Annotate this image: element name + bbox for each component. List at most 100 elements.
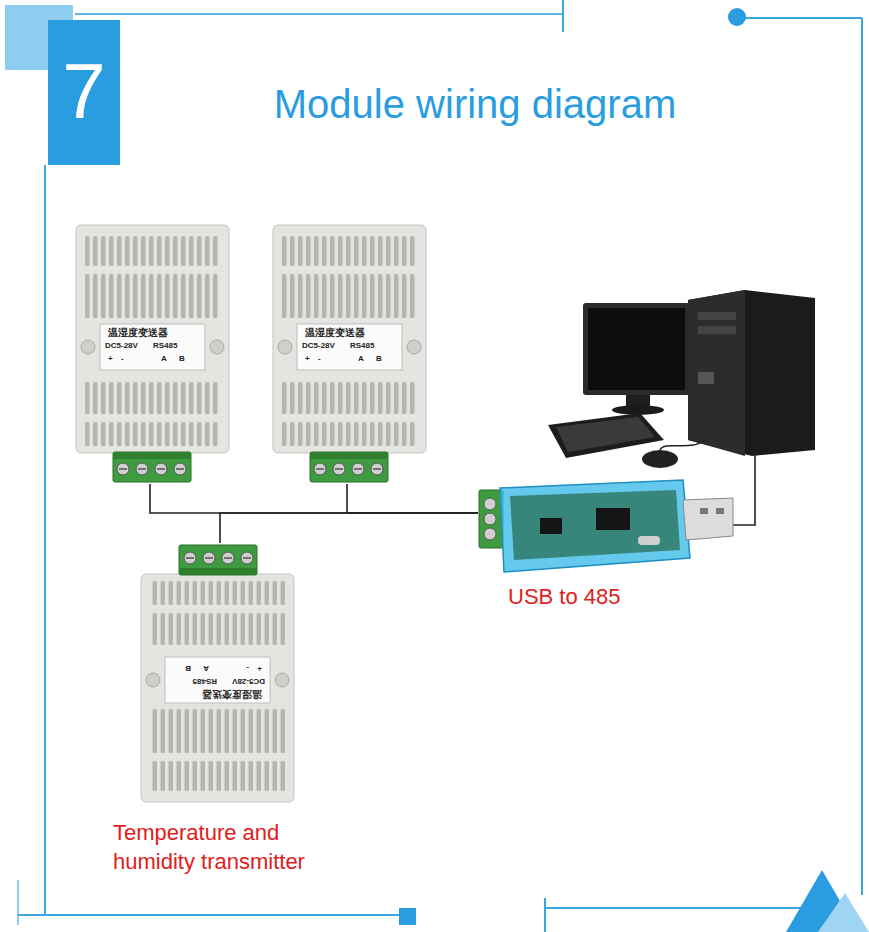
vent-slot bbox=[370, 422, 375, 446]
terminal-screw bbox=[371, 463, 383, 475]
frame-triangle bbox=[818, 893, 869, 932]
mount-hole bbox=[278, 340, 292, 354]
terminal-screw bbox=[352, 463, 364, 475]
vent-slot bbox=[133, 236, 138, 266]
vent-slot bbox=[85, 422, 90, 446]
vent-slot bbox=[109, 274, 114, 318]
screw-slot bbox=[224, 557, 232, 559]
number-box bbox=[48, 20, 120, 165]
vent-slot bbox=[177, 761, 182, 791]
vent-slot bbox=[233, 613, 238, 645]
vent-slot bbox=[290, 274, 295, 318]
callout-number: 7 bbox=[48, 52, 120, 130]
interface-name: RS485 bbox=[350, 342, 374, 351]
terminal-screw bbox=[484, 498, 496, 510]
vent-slot bbox=[153, 613, 158, 645]
vent-slot bbox=[346, 236, 351, 266]
vent-slot bbox=[85, 236, 90, 266]
mouse bbox=[642, 450, 678, 468]
bus-wire bbox=[347, 484, 478, 513]
vent-slot bbox=[101, 236, 106, 266]
vent-slot bbox=[354, 382, 359, 414]
vent-slot bbox=[354, 274, 359, 318]
vent-slot bbox=[189, 382, 194, 414]
screw-slot bbox=[176, 468, 184, 470]
vent-slot bbox=[141, 382, 146, 414]
terminal-top bbox=[179, 568, 257, 575]
vent-slot bbox=[125, 422, 130, 446]
vent-slot bbox=[217, 761, 222, 791]
vent-slot bbox=[362, 274, 367, 318]
vent-slot bbox=[149, 274, 154, 318]
vent-slot bbox=[205, 382, 210, 414]
vent-slot bbox=[394, 382, 399, 414]
vent-slot bbox=[298, 422, 303, 446]
vent-slot bbox=[117, 422, 122, 446]
mount-hole bbox=[210, 340, 224, 354]
screw-slot bbox=[186, 557, 194, 559]
vent-slot bbox=[410, 382, 415, 414]
vent-slot bbox=[281, 581, 286, 605]
vent-slot bbox=[181, 382, 186, 414]
vent-slot bbox=[322, 274, 327, 318]
vent-slot bbox=[125, 274, 130, 318]
frame-square bbox=[399, 908, 416, 925]
vent-slot bbox=[257, 613, 262, 645]
vent-slot bbox=[394, 274, 399, 318]
vent-slot bbox=[362, 422, 367, 446]
terminal-screw bbox=[484, 513, 496, 525]
terminal-screw bbox=[333, 463, 345, 475]
terminal-block bbox=[179, 545, 257, 575]
vent-slot bbox=[306, 236, 311, 266]
vent-slot bbox=[370, 382, 375, 414]
drive-slot bbox=[698, 372, 714, 384]
vent-slot bbox=[281, 613, 286, 645]
vent-slot bbox=[213, 382, 218, 414]
vent-slot bbox=[314, 236, 319, 266]
vent-slot bbox=[378, 274, 383, 318]
vent-slot bbox=[273, 581, 278, 605]
vent-slot bbox=[402, 236, 407, 266]
vent-slot bbox=[249, 581, 254, 605]
vent-slot bbox=[402, 382, 407, 414]
caption-heading: Temperature and humidity transmitter bbox=[113, 818, 363, 876]
vent-slot bbox=[197, 382, 202, 414]
vent-slot bbox=[306, 274, 311, 318]
usb-hole bbox=[716, 508, 724, 514]
label-panel bbox=[165, 657, 270, 703]
vent-slot bbox=[362, 382, 367, 414]
terminal-screw bbox=[314, 463, 326, 475]
vent-slot bbox=[133, 382, 138, 414]
vent-slot bbox=[117, 236, 122, 266]
vent-slot bbox=[410, 422, 415, 446]
pin-label: + bbox=[108, 355, 113, 364]
device-name: 温湿度变送器 bbox=[202, 689, 262, 699]
vent-slot bbox=[209, 613, 214, 645]
vent-slot bbox=[386, 236, 391, 266]
screw-slot bbox=[354, 468, 362, 470]
pc-tower-front bbox=[688, 290, 745, 456]
vent-slot bbox=[306, 422, 311, 446]
vent-slot bbox=[161, 709, 166, 753]
vent-slot bbox=[241, 761, 246, 791]
mount-hole bbox=[275, 673, 289, 687]
vent-slot bbox=[282, 274, 287, 318]
vent-slot bbox=[330, 274, 335, 318]
usb-hole bbox=[700, 508, 708, 514]
device-name: 温湿度变送器 bbox=[305, 328, 365, 338]
vent-slot bbox=[386, 274, 391, 318]
vent-slot bbox=[109, 382, 114, 414]
crystal bbox=[638, 536, 660, 545]
terminal-block bbox=[310, 452, 388, 482]
device-art: 温湿度变送器DC5-28VRS485+-AB bbox=[272, 224, 427, 484]
terminal-top bbox=[310, 452, 388, 459]
vent-slot bbox=[225, 709, 230, 753]
vent-slot bbox=[213, 236, 218, 266]
vent-slot bbox=[282, 236, 287, 266]
screw-slot bbox=[335, 468, 343, 470]
vent-slot bbox=[314, 274, 319, 318]
vent-slot bbox=[410, 236, 415, 266]
vent-slot bbox=[161, 613, 166, 645]
vent-slot bbox=[181, 236, 186, 266]
